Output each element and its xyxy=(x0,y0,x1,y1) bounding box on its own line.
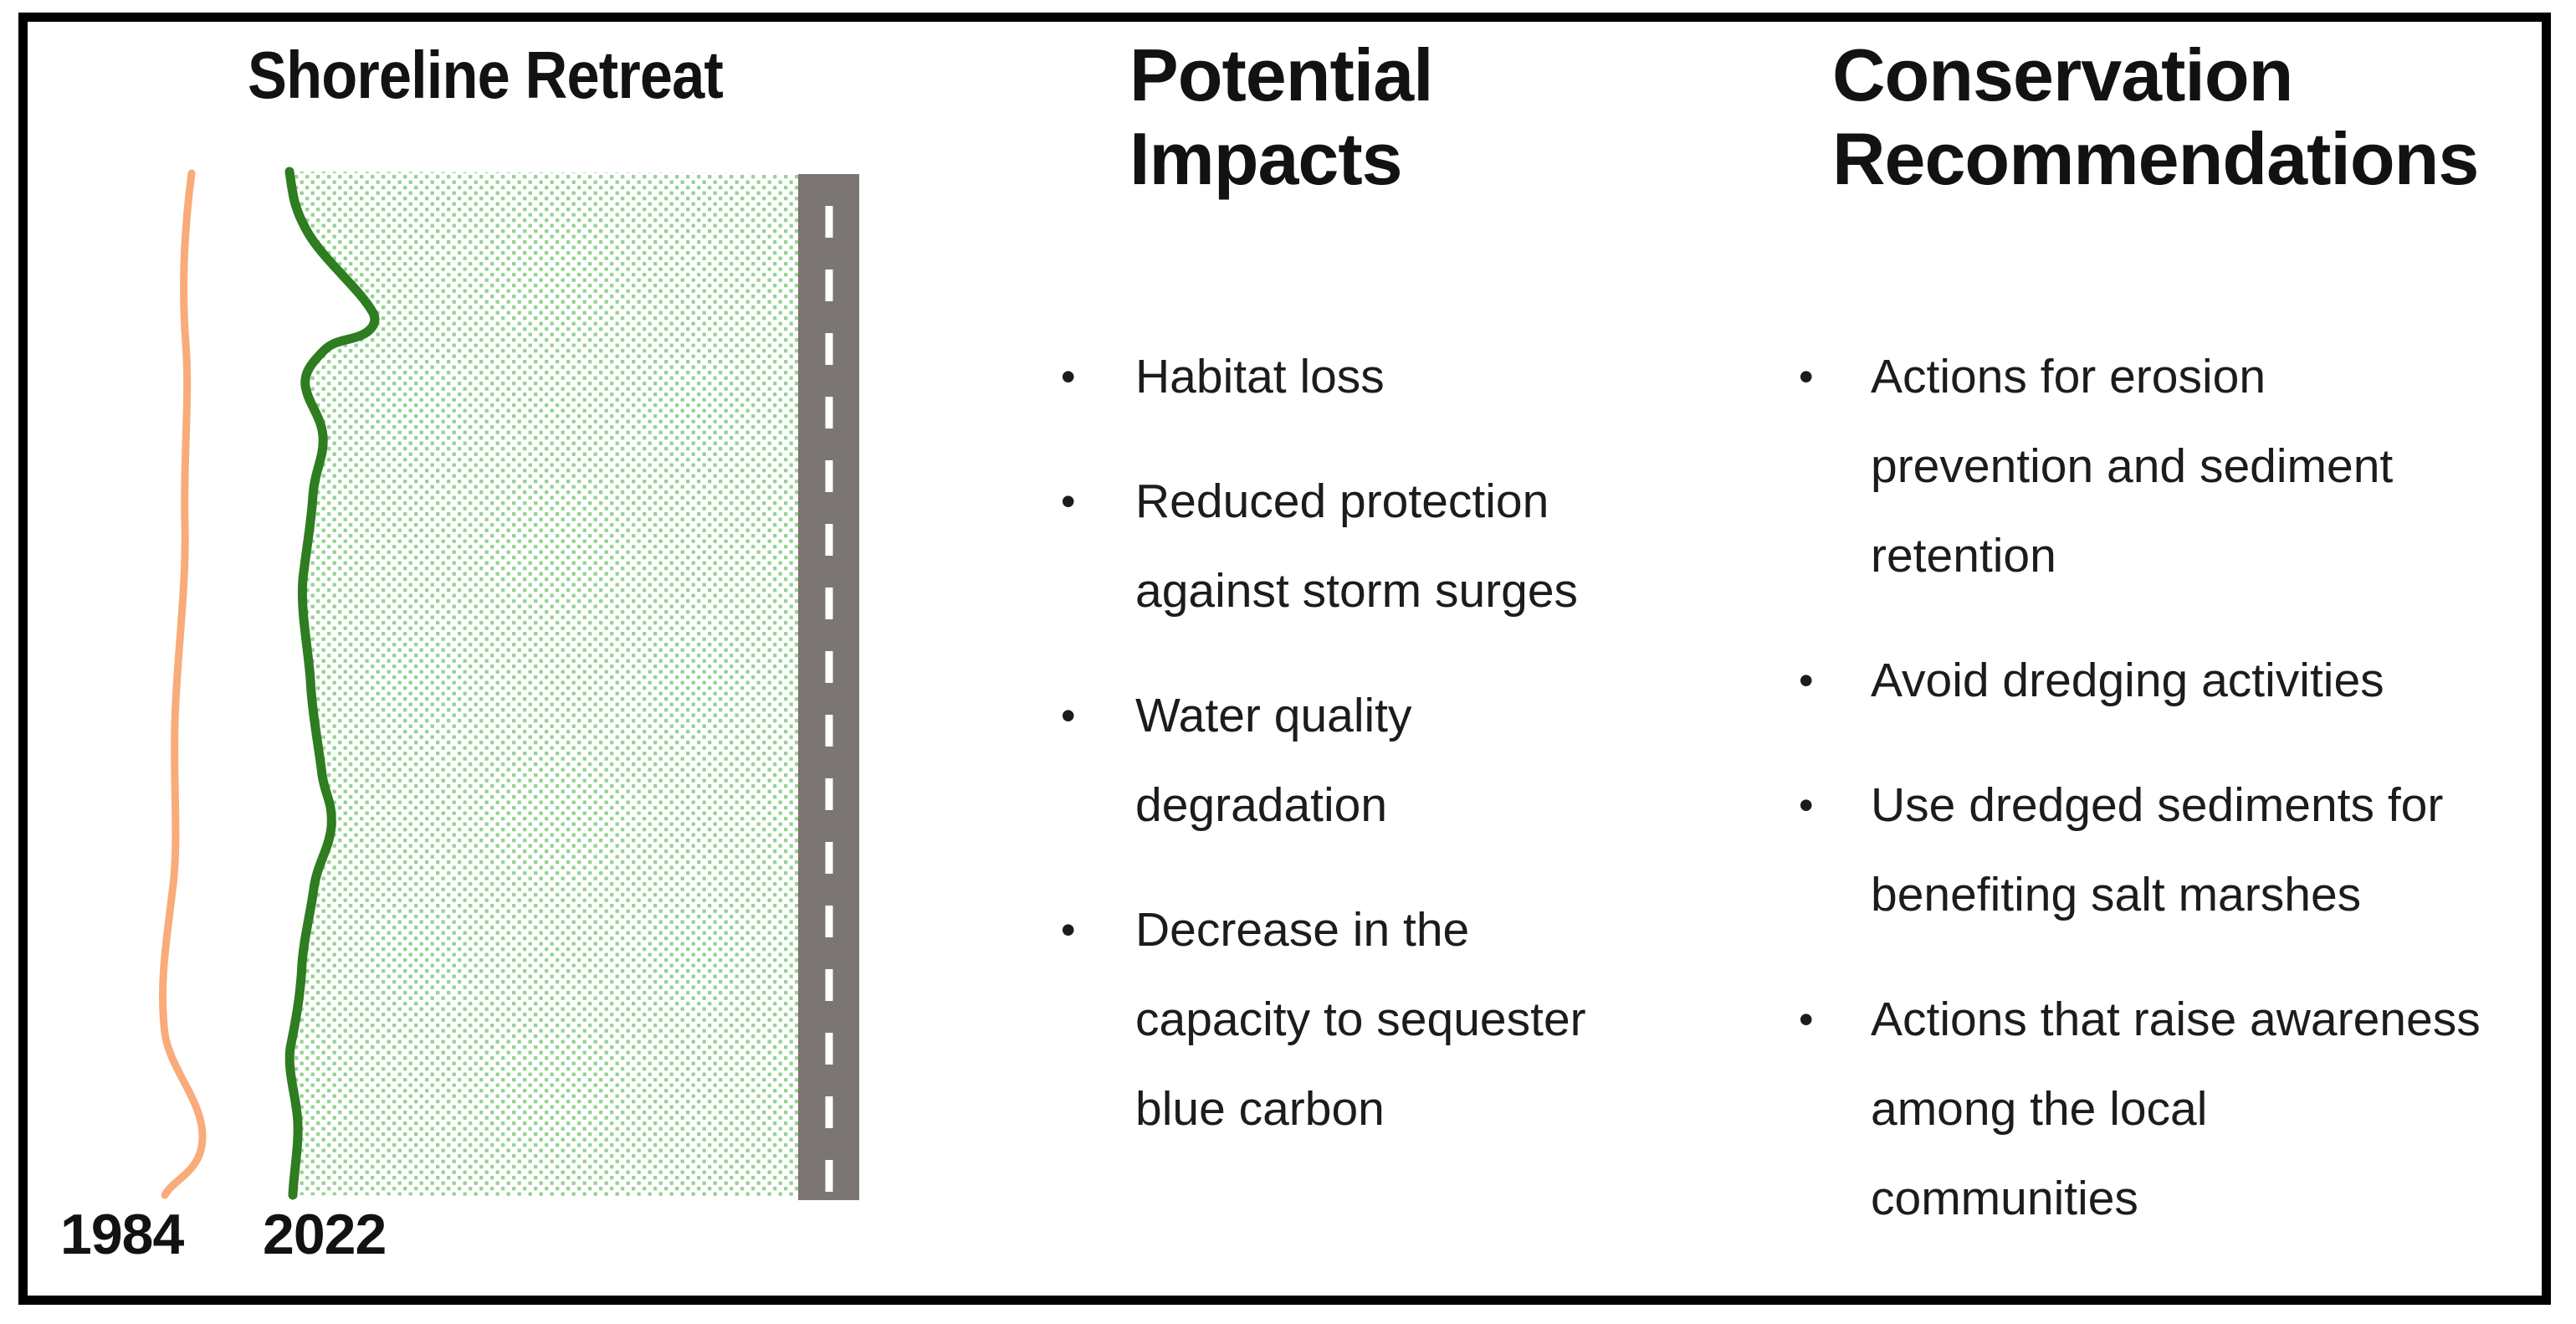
year-label-2022: 2022 xyxy=(263,1203,387,1266)
list-item: • Decrease in the capacity to sequester … xyxy=(1061,885,1652,1154)
list-item: • Habitat loss xyxy=(1061,332,1652,422)
bullet-dot: • xyxy=(1061,692,1076,739)
list-item: • Use dredged sediments for benefiting s… xyxy=(1799,761,2481,940)
bullet-dot: • xyxy=(1799,996,1814,1043)
bullet-dot: • xyxy=(1799,782,1814,829)
bullet-dot: • xyxy=(1061,478,1076,525)
recommendation-item-text: Use dredged sediments for benefiting sal… xyxy=(1871,778,2444,921)
recommendation-item-text: Actions for erosion prevention and sedim… xyxy=(1871,350,2394,582)
year-label-1984: 1984 xyxy=(60,1203,184,1266)
outer-border xyxy=(18,13,2551,1305)
bullet-dot: • xyxy=(1061,906,1076,953)
recommendation-item-text: Actions that raise awareness among the l… xyxy=(1871,993,2481,1225)
impact-item-text: Reduced protection against storm surges xyxy=(1135,475,1579,618)
list-item: • Water quality degradation xyxy=(1061,671,1652,850)
list-item: • Actions that raise awareness among the… xyxy=(1799,975,2481,1244)
bullet-dot: • xyxy=(1061,353,1076,400)
impact-item-text: Water quality degradation xyxy=(1135,689,1412,832)
recommendations-heading: Conservation Recommendations xyxy=(1832,33,2479,200)
list-item: • Actions for erosion prevention and sed… xyxy=(1799,332,2481,601)
shoreline-2022-line xyxy=(284,167,380,1200)
shoreline-1984-line xyxy=(158,169,207,1199)
bullet-dot: • xyxy=(1799,657,1814,704)
list-item: • Reduced protection against storm surge… xyxy=(1061,457,1652,636)
impacts-list: • Habitat loss • Reduced protection agai… xyxy=(1061,332,1652,1189)
recommendation-item-text: Avoid dredging activities xyxy=(1871,654,2384,707)
impact-item-text: Habitat loss xyxy=(1135,350,1385,403)
list-item: • Avoid dredging activities xyxy=(1799,636,2481,726)
salt-marsh-area xyxy=(289,172,798,1197)
shoreline-retreat-graphic xyxy=(158,167,859,1200)
graphic-title: Shoreline Retreat xyxy=(248,38,724,112)
bullet-dot: • xyxy=(1799,353,1814,400)
impact-item-text: Decrease in the capacity to sequester bl… xyxy=(1135,903,1586,1136)
recommendations-list: • Actions for erosion prevention and sed… xyxy=(1799,332,2481,1279)
impacts-heading: Potential Impacts xyxy=(1129,33,1434,200)
